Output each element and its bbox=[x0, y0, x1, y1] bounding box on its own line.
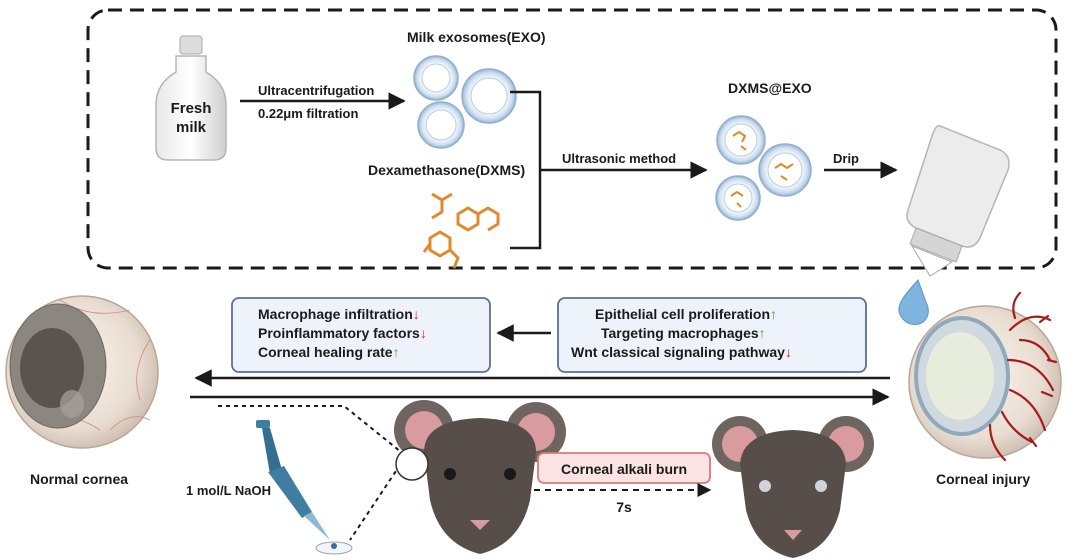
ultracentrifugation-label: Ultracentrifugation bbox=[258, 83, 374, 98]
naoh-drop-icon bbox=[331, 543, 337, 549]
pipette-icon bbox=[256, 420, 330, 540]
normal-cornea-label: Normal cornea bbox=[30, 471, 128, 487]
effect-left-1: Macrophage infiltration↓ bbox=[258, 306, 420, 322]
burn-label: Corneal alkali burn bbox=[561, 461, 687, 477]
bottle-label-line2: milk bbox=[176, 119, 207, 136]
effect-right-2: Targeting macrophages↑ bbox=[601, 325, 766, 341]
effect-right-1: Epithelial cell proliferation↑ bbox=[595, 306, 777, 322]
time-label: 7s bbox=[616, 499, 632, 515]
filtration-label: 0.22μm filtration bbox=[258, 106, 358, 121]
product-label: DXMS@EXO bbox=[728, 80, 812, 96]
corneal-injury-label: Corneal injury bbox=[936, 471, 1030, 487]
naoh-label: 1 mol/L NaOH bbox=[186, 483, 271, 498]
milk-bottle-icon bbox=[155, 35, 227, 161]
drop-icon bbox=[898, 279, 929, 325]
process-frame bbox=[86, 8, 1058, 270]
effect-right-3: Wnt classical signaling pathway↓ bbox=[571, 344, 792, 360]
ultrasonic-label: Ultrasonic method bbox=[562, 151, 676, 166]
injured-eye-icon bbox=[908, 291, 1062, 462]
effects-left-box bbox=[231, 297, 491, 373]
effect-left-2: Proinflammatory factors↓ bbox=[258, 325, 427, 341]
loaded-exosome-icons bbox=[715, 115, 812, 221]
dropper-bottle-icon bbox=[906, 124, 1010, 277]
dxms-label: Dexamethasone(DXMS) bbox=[368, 162, 525, 178]
mouse-after-icon bbox=[712, 416, 874, 558]
bottle-label-line1: Fresh bbox=[171, 100, 212, 117]
mouse-before-icon bbox=[394, 400, 566, 554]
normal-eye-icon bbox=[5, 295, 159, 449]
effect-left-3: Corneal healing rate↑ bbox=[258, 344, 400, 360]
burn-box bbox=[537, 452, 711, 484]
exo-label: Milk exosomes(EXO) bbox=[407, 29, 546, 45]
zoom-lines bbox=[218, 405, 408, 541]
drip-label: Drip bbox=[833, 151, 859, 166]
dexamethasone-molecule-icon bbox=[422, 192, 500, 269]
exosome-icons bbox=[413, 55, 517, 149]
effects-right-box bbox=[557, 297, 867, 373]
zoom-circle bbox=[395, 447, 429, 481]
